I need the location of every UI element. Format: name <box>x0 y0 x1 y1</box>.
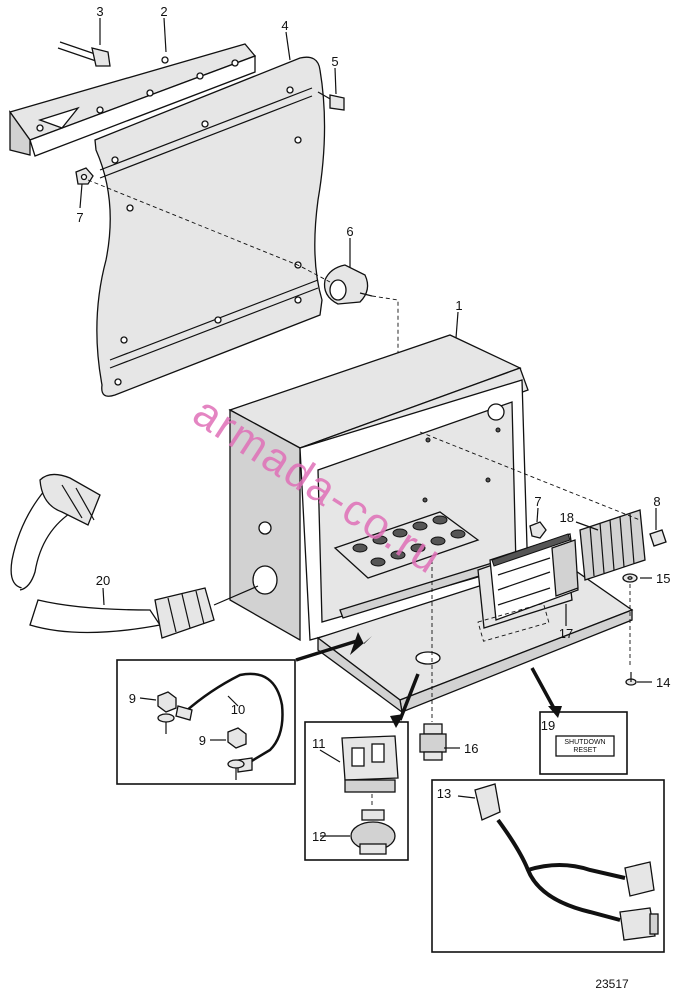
callout-16: 16 <box>464 741 478 756</box>
callout-13: 13 <box>437 786 451 801</box>
callout-20: 20 <box>96 573 110 588</box>
part-12-gland-nut <box>350 809 396 855</box>
callout-18: 18 <box>560 510 574 525</box>
callout-5: 5 <box>331 54 338 69</box>
callout-10: 10 <box>231 702 245 717</box>
callout-leaders <box>79 17 657 837</box>
callout-17: 17 <box>559 626 573 641</box>
callout-2: 2 <box>160 4 167 19</box>
part-3-bolt <box>57 41 111 67</box>
part-18-terminal-block <box>579 509 646 581</box>
callout-12: 12 <box>312 829 326 844</box>
callout-6: 6 <box>346 224 353 239</box>
inset-ground-cable <box>116 659 296 785</box>
part-6-spacer <box>323 264 373 305</box>
callout-1: 1 <box>455 298 462 313</box>
gland-plate-holes <box>352 515 466 567</box>
callout-8: 8 <box>653 494 660 509</box>
part-7-nut-lower <box>529 521 547 539</box>
part-16-cable-gland <box>419 723 447 761</box>
part-11-switch <box>341 735 399 793</box>
part-17-control-module <box>477 533 579 629</box>
part-14-screw <box>625 672 637 686</box>
callout-11: 11 <box>312 736 326 751</box>
part-13-wiring-harness <box>474 783 659 941</box>
part-20-conduit <box>10 473 259 639</box>
callout-9-upper: 9 <box>129 691 136 706</box>
figure-reference: 23517 <box>595 977 629 991</box>
enclosure-lid <box>316 559 634 714</box>
part-8-screw <box>649 529 667 547</box>
callout-7-lower: 7 <box>534 494 541 509</box>
part-9-nut-upper <box>157 691 177 734</box>
callout-3: 3 <box>96 4 103 19</box>
part-10-ground-cable <box>175 672 284 773</box>
callout-15: 15 <box>656 571 670 586</box>
callout-9-lower: 9 <box>199 733 206 748</box>
part-7-nut-upper <box>75 167 94 185</box>
callout-7-upper: 7 <box>76 210 83 225</box>
part-9-nut-lower <box>227 727 247 780</box>
part-15-washer <box>622 573 638 583</box>
callout-4: 4 <box>281 18 288 33</box>
part-19-decal <box>555 735 615 757</box>
part-2-bracket <box>8 43 257 157</box>
callout-14: 14 <box>656 675 670 690</box>
part-5-screw <box>317 91 345 111</box>
decal-line-1: SHUTDOWN <box>564 739 605 746</box>
decal-line-2: RESET <box>573 747 597 754</box>
callout-19: 19 <box>541 718 555 733</box>
part-4-mounting-plate <box>94 56 326 397</box>
